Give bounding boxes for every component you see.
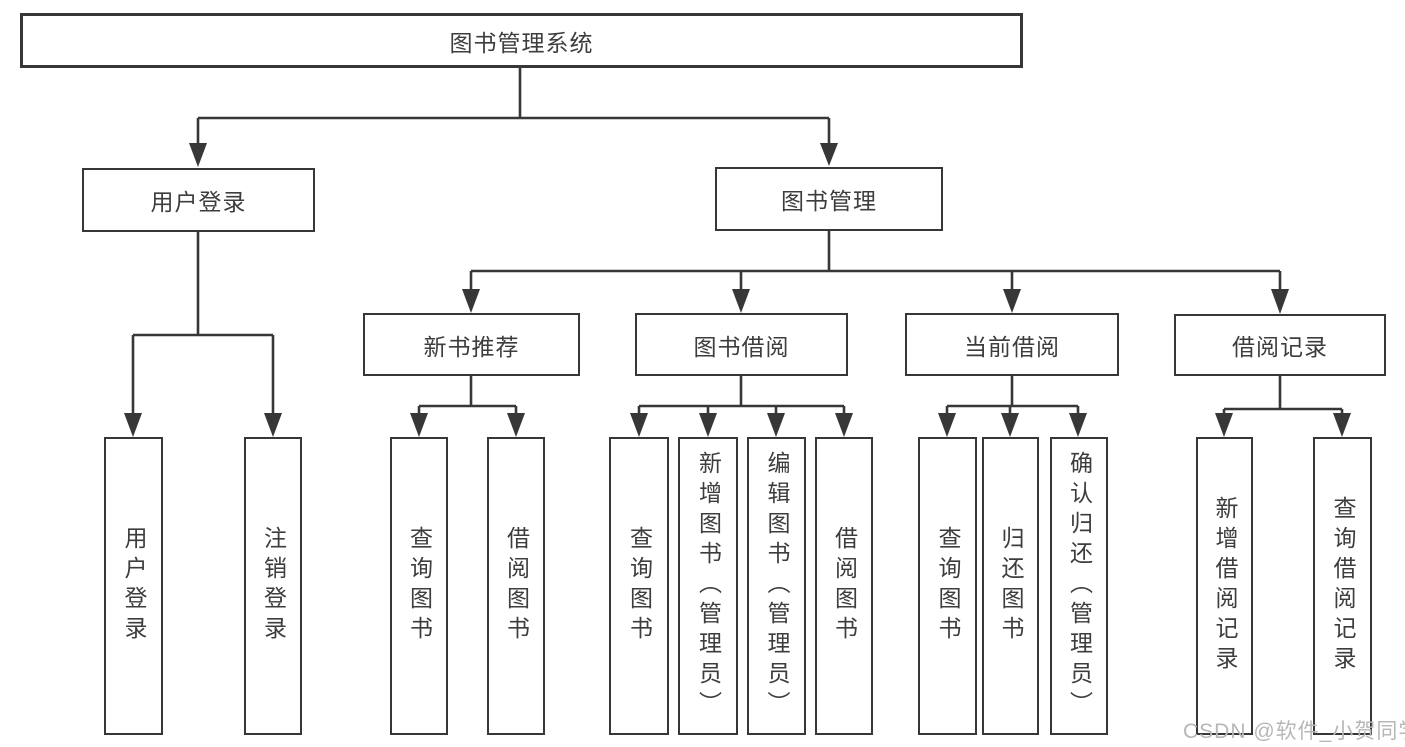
node-book-mgmt: 图书管理: [715, 167, 943, 231]
node-br-add-record-label: 新增借阅记录: [1212, 496, 1238, 676]
node-borrow-records-label: 借阅记录: [1232, 334, 1328, 360]
node-bb-add-books: 新增图书（管理员）: [678, 437, 738, 735]
connector-root-to-level2: [189, 68, 838, 167]
node-current-borrow: 当前借阅: [905, 313, 1119, 376]
connector-book-borrow-children: [630, 376, 853, 437]
node-new-book-rec-label: 新书推荐: [423, 333, 520, 360]
node-new-book-rec: 新书推荐: [363, 313, 580, 376]
node-book-mgmt-label: 图书管理: [781, 188, 877, 214]
node-logout-label: 注销登录: [260, 526, 287, 646]
node-book-borrow-label: 图书借阅: [693, 333, 790, 360]
node-bb-query-books-label: 查询图书: [626, 526, 653, 646]
connector-new-book-rec-children: [410, 376, 525, 437]
node-user-login: 用户登录: [82, 168, 315, 232]
node-rec-query-books-label: 查询图书: [406, 526, 433, 646]
node-cb-confirm-return-label: 确认归还（管理员）: [1066, 451, 1093, 721]
node-cb-return-books-label: 归还图书: [998, 526, 1024, 646]
node-book-borrow: 图书借阅: [635, 313, 848, 376]
node-rec-borrow-books-label: 借阅图书: [503, 526, 530, 646]
node-br-query-record: 查询借阅记录: [1313, 437, 1372, 735]
node-current-borrow-label: 当前借阅: [964, 333, 1060, 360]
connector-borrow-records-children: [1215, 376, 1351, 437]
node-cb-confirm-return: 确认归还（管理员）: [1050, 437, 1108, 735]
connector-book-mgmt-children: [462, 231, 1289, 314]
node-bb-edit-books-label: 编辑图书（管理员）: [764, 451, 790, 721]
node-cb-query-books-label: 查询图书: [935, 526, 961, 646]
node-bb-query-books: 查询图书: [609, 437, 669, 735]
node-br-add-record: 新增借阅记录: [1196, 437, 1253, 735]
node-rec-query-books: 查询图书: [390, 437, 448, 735]
node-logout: 注销登录: [244, 437, 302, 735]
connector-user-login-children: [124, 232, 282, 437]
csdn-watermark: CSDN @软件_小贺同学: [1183, 720, 1405, 743]
node-bb-add-books-label: 新增图书（管理员）: [695, 451, 722, 721]
node-bb-borrow-books-label: 借阅图书: [831, 526, 858, 646]
node-br-query-record-label: 查询借阅记录: [1330, 496, 1356, 676]
node-bb-borrow-books: 借阅图书: [815, 437, 873, 735]
node-cb-query-books: 查询图书: [918, 437, 977, 735]
node-bb-edit-books: 编辑图书（管理员）: [747, 437, 806, 735]
node-rec-borrow-books: 借阅图书: [487, 437, 545, 735]
node-borrow-records: 借阅记录: [1174, 314, 1386, 376]
node-login-user-label: 用户登录: [121, 526, 147, 646]
node-user-login-label: 用户登录: [150, 189, 247, 215]
node-root-label: 图书管理系统: [449, 29, 594, 56]
node-root: 图书管理系统: [20, 13, 1023, 68]
node-login-user: 用户登录: [104, 437, 163, 735]
connector-current-borrow-children: [938, 376, 1087, 437]
node-cb-return-books: 归还图书: [982, 437, 1039, 735]
